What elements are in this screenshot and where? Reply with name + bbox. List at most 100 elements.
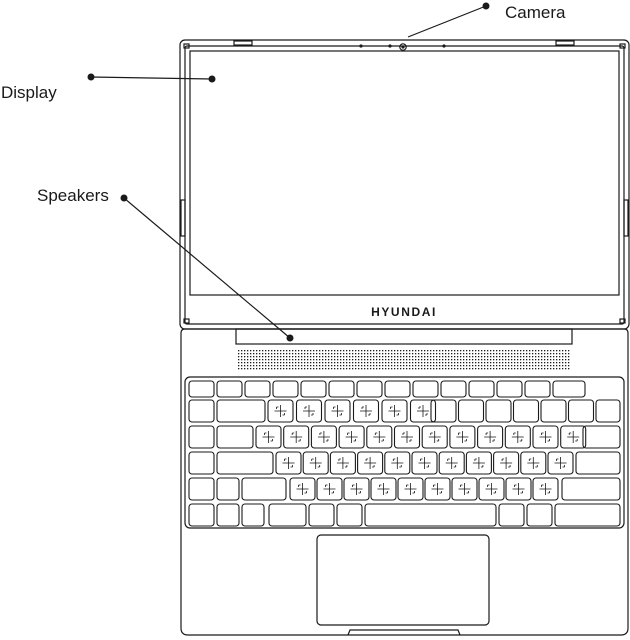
grille-hole <box>280 359 282 361</box>
key-legend-glyph <box>539 483 552 495</box>
key-legend-glyph <box>282 457 295 469</box>
grille-hole <box>295 362 297 364</box>
grille-hole <box>358 368 360 370</box>
grille-hole <box>499 362 501 364</box>
key-legend-glyph <box>274 405 287 417</box>
grille-hole <box>502 365 504 367</box>
grille-hole <box>343 362 345 364</box>
grille-hole <box>505 356 507 358</box>
grille-hole <box>442 356 444 358</box>
keyboard-key <box>505 477 532 501</box>
keyboard-key <box>352 399 380 423</box>
grille-hole <box>565 353 567 355</box>
display-leader-end <box>208 75 216 83</box>
grille-hole <box>559 356 561 358</box>
grille-hole <box>430 350 432 352</box>
key-legend-glyph <box>303 405 315 417</box>
grille-hole <box>523 356 525 358</box>
grille-hole <box>274 365 276 367</box>
grille-hole <box>463 362 465 364</box>
grille-hole <box>331 368 333 370</box>
grille-hole <box>472 368 474 370</box>
keyboard-key <box>370 477 397 501</box>
grille-hole <box>310 350 312 352</box>
camera-label: Camera <box>505 3 566 22</box>
grille-hole <box>397 362 399 364</box>
grille-hole <box>550 356 552 358</box>
key-legend-glyph <box>539 431 552 443</box>
grille-hole <box>412 365 414 367</box>
grille-hole <box>346 368 348 370</box>
grille-hole <box>478 368 480 370</box>
grille-hole <box>334 362 336 364</box>
grille-hole <box>319 365 321 367</box>
key-legend-glyph <box>527 457 540 469</box>
grille-hole <box>463 353 465 355</box>
key-legend-glyph <box>323 483 336 495</box>
grille-hole <box>538 359 540 361</box>
grille-hole <box>511 362 513 364</box>
grille-hole <box>568 368 570 370</box>
grille-hole <box>430 353 432 355</box>
grille-hole <box>553 362 555 364</box>
grille-hole <box>472 350 474 352</box>
grille-hole <box>502 350 504 352</box>
grille-hole <box>520 356 522 358</box>
grille-hole <box>331 359 333 361</box>
grille-hole <box>418 350 420 352</box>
bumper-top-right <box>619 43 626 49</box>
grille-hole <box>334 356 336 358</box>
grille-hole <box>394 350 396 352</box>
grille-hole <box>355 353 357 355</box>
grille-hole <box>322 356 324 358</box>
grille-hole <box>400 353 402 355</box>
keyboard-key <box>567 399 595 423</box>
grille-hole <box>553 365 555 367</box>
grille-hole <box>304 365 306 367</box>
grille-hole <box>451 362 453 364</box>
grille-hole <box>508 362 510 364</box>
grille-hole <box>292 356 294 358</box>
grille-hole <box>448 368 450 370</box>
grille-hole <box>484 350 486 352</box>
grille-hole <box>451 356 453 358</box>
grille-hole <box>526 350 528 352</box>
grille-hole <box>472 356 474 358</box>
keyboard-key <box>554 503 621 527</box>
grille-hole <box>472 359 474 361</box>
grille-hole <box>259 353 261 355</box>
keyboard-key <box>397 477 424 501</box>
grille-hole <box>361 356 363 358</box>
grille-hole <box>562 350 564 352</box>
keyboard-key <box>310 425 337 449</box>
grille-hole <box>262 365 264 367</box>
grille-hole <box>247 356 249 358</box>
keyboard-key <box>216 380 243 398</box>
grille-hole <box>370 365 372 367</box>
grille-hole <box>505 359 507 361</box>
grille-hole <box>400 356 402 358</box>
grille-hole <box>499 368 501 370</box>
grille-hole <box>499 365 501 367</box>
grille-hole <box>304 359 306 361</box>
grille-hole <box>241 362 243 364</box>
grille-hole <box>397 353 399 355</box>
grille-hole <box>319 356 321 358</box>
grille-hole <box>364 356 366 358</box>
grille-hole <box>544 350 546 352</box>
grille-hole <box>259 368 261 370</box>
grille-hole <box>496 356 498 358</box>
keyboard-key <box>289 477 316 501</box>
grille-hole <box>361 359 363 361</box>
grille-hole <box>391 353 393 355</box>
grille-hole <box>481 368 483 370</box>
grille-hole <box>244 359 246 361</box>
grille-hole <box>259 365 261 367</box>
grille-hole <box>406 365 408 367</box>
grille-hole <box>238 362 240 364</box>
grille-hole <box>490 362 492 364</box>
keyboard-key <box>188 451 215 475</box>
grille-hole <box>373 365 375 367</box>
grille-hole <box>460 362 462 364</box>
grille-hole <box>262 350 264 352</box>
